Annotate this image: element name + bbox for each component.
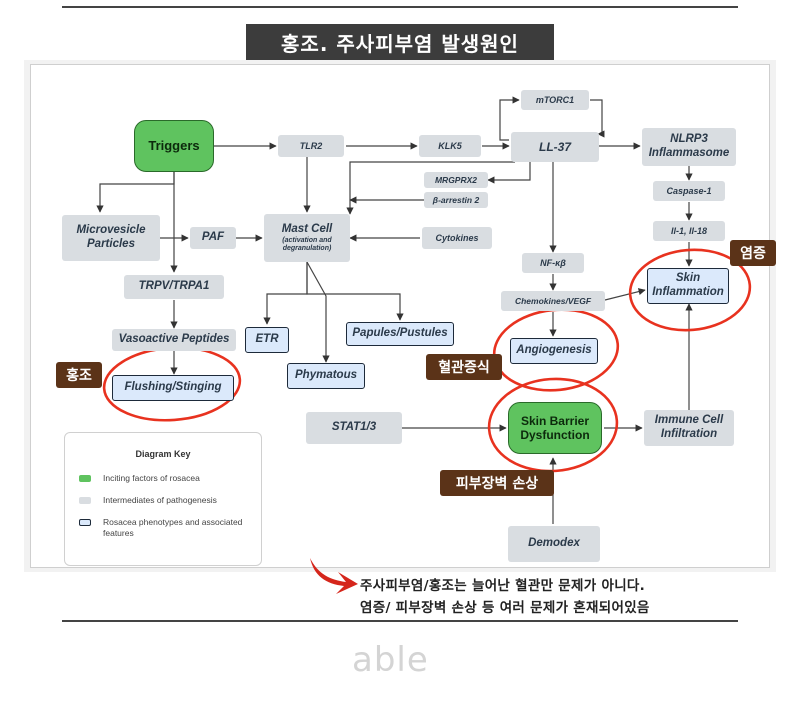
node-nlrp3: NLRP3 Inflammasome: [642, 128, 736, 166]
node-microvesicle: Microvesicle Particles: [62, 215, 160, 261]
node-mtorc1: mTORC1: [521, 90, 589, 110]
key-label-inciting: Inciting factors of rosacea: [103, 473, 200, 483]
node-tlr2: TLR2: [278, 135, 344, 157]
node-immune: Immune Cell Infiltration: [644, 410, 734, 446]
node-il1-il18: Il-1, Il-18: [653, 221, 725, 241]
bottom-rule: [62, 620, 738, 622]
node-ll37: LL-37: [511, 132, 599, 162]
mast-cell-label: Mast Cell: [281, 222, 333, 235]
note-line-1: 주사피부염/홍조는 늘어난 혈관만 문제가 아니다.: [360, 578, 646, 594]
node-cytokines: Cytokines: [422, 227, 492, 249]
key-label-phenotypes: Rosacea phenotypes and associated featur…: [103, 517, 243, 539]
node-chemokines: Chemokines/VEGF: [501, 291, 605, 311]
key-swatch-green: [79, 475, 91, 482]
diagram-key-title: Diagram Key: [135, 449, 191, 459]
node-vasoactive: Vasoactive Peptides: [112, 329, 236, 351]
node-paf: PAF: [190, 227, 236, 249]
badge-flushing: 홍조: [56, 362, 102, 388]
page-title: 홍조. 주사피부염 발생원인: [246, 24, 554, 60]
badge-barrier: 피부장벽 손상: [440, 470, 554, 496]
diagram-key: Diagram Key Inciting factors of rosacea …: [64, 432, 262, 566]
badge-angiogenesis: 혈관증식: [426, 354, 502, 380]
node-mrgprx2: MRGPRX2: [424, 172, 488, 188]
mast-cell-sublabel: (activation and degranulation): [282, 236, 332, 252]
node-etr: ETR: [245, 327, 289, 353]
key-swatch-gray: [79, 497, 91, 504]
node-nfkb: NF-κβ: [522, 253, 584, 273]
node-barrestin2: β-arrestin 2: [424, 192, 488, 208]
key-swatch-blue: [79, 519, 91, 526]
node-caspase1: Caspase-1: [653, 181, 725, 201]
key-label-intermediates: Intermediates of pathogenesis: [103, 495, 217, 505]
node-trpv: TRPV/TRPA1: [124, 275, 224, 299]
note-line-2: 염증/ 피부장벽 손상 등 여러 문제가 혼재되어있음: [360, 600, 650, 616]
node-phymatous: Phymatous: [287, 363, 365, 389]
node-klk5: KLK5: [419, 135, 481, 157]
top-rule: [62, 6, 738, 8]
node-mast-cell: Mast Cell (activation and degranulation): [264, 214, 350, 262]
node-papules: Papules/Pustules: [346, 322, 454, 346]
node-stat: STAT1/3: [306, 412, 402, 444]
node-skin-inflammation: Skin Inflammation: [647, 268, 729, 304]
node-skin-barrier: Skin Barrier Dysfunction: [508, 402, 602, 454]
badge-inflammation: 염증: [730, 240, 776, 266]
node-triggers: Triggers: [134, 120, 214, 172]
brand-logo: able: [352, 640, 429, 680]
node-flushing: Flushing/Stinging: [112, 375, 234, 401]
node-angiogenesis: Angiogenesis: [510, 338, 598, 364]
node-demodex: Demodex: [508, 526, 600, 562]
